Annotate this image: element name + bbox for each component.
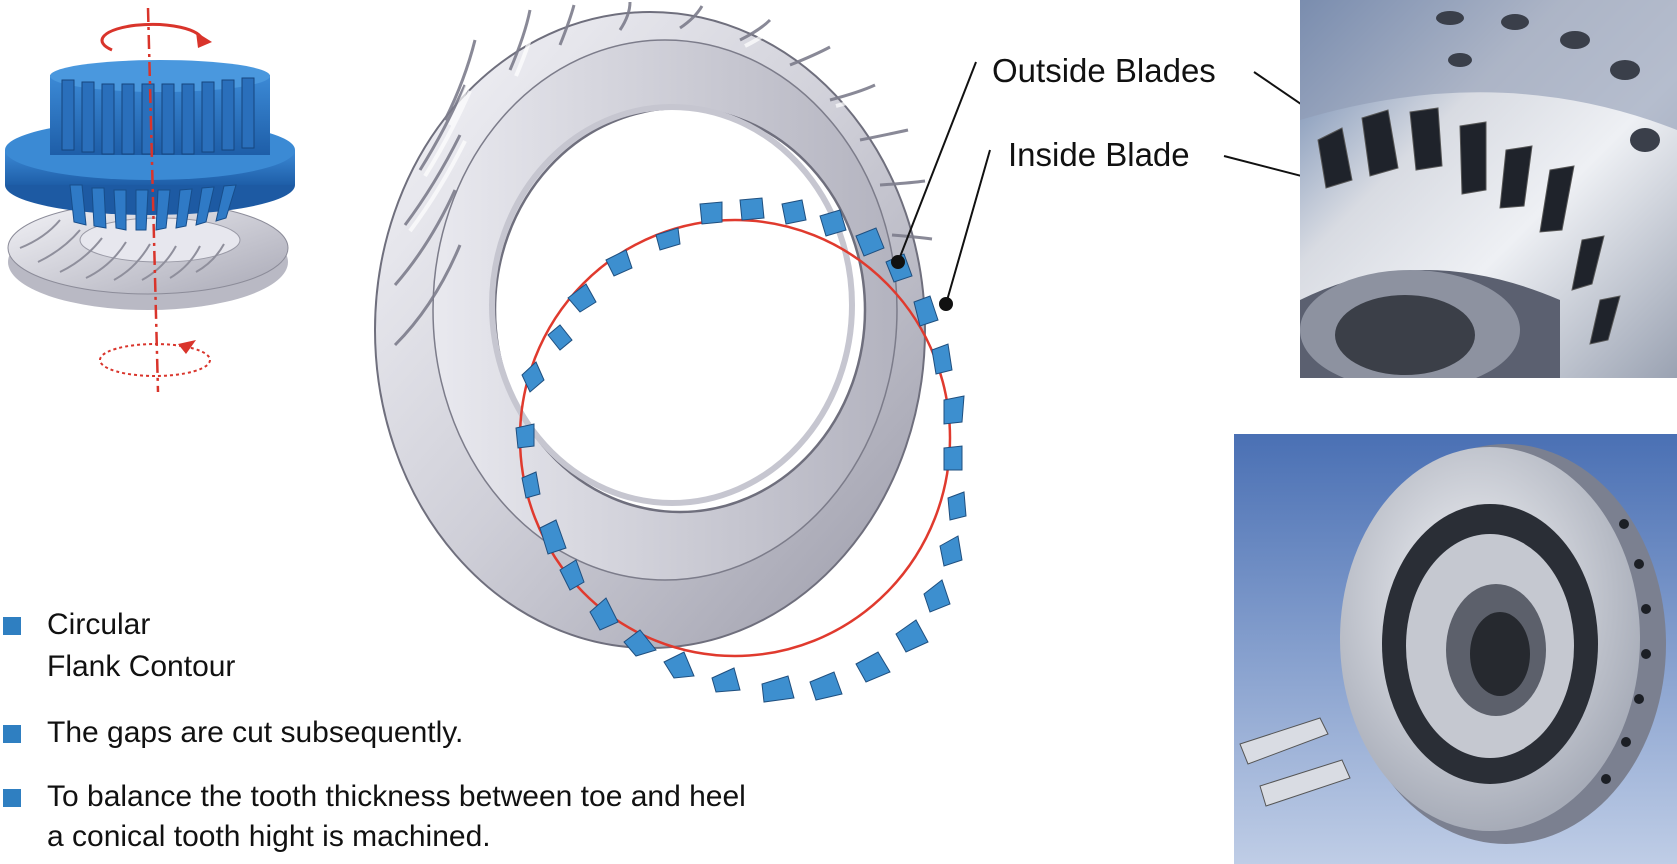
outside-blades-label: Outside Blades xyxy=(992,52,1216,89)
cutter-gear-illustration xyxy=(5,7,295,393)
small-bevel-gear xyxy=(7,201,289,310)
spiral-bevel-gear-diagram xyxy=(374,1,991,703)
bullet-text: To balance the tooth thickness between t… xyxy=(47,780,746,813)
cutter-head-closeup-photo xyxy=(1300,0,1677,378)
callout-leaders xyxy=(891,61,991,311)
blue-cutter-head xyxy=(5,60,295,231)
blade-markers xyxy=(515,197,967,703)
bullet-text: Flank Contour xyxy=(47,650,236,683)
square-bullet-icon xyxy=(3,789,21,807)
inside-blade-label: Inside Blade xyxy=(1008,136,1190,173)
bullet-text: The gaps are cut subsequently. xyxy=(47,716,464,749)
square-bullet-icon xyxy=(3,725,21,743)
bullet-text: a conical tooth hight is machined. xyxy=(47,820,491,853)
rotation-arrowhead xyxy=(178,340,196,354)
bullet-text: Circular xyxy=(47,608,151,641)
cutter-head-photo xyxy=(1234,434,1677,864)
rotation-arrow-icon xyxy=(100,22,212,52)
bore-shadow xyxy=(489,104,855,506)
rotation-arrow-icon xyxy=(99,343,211,377)
square-bullet-icon xyxy=(3,617,21,635)
rotation-axis xyxy=(146,7,160,393)
